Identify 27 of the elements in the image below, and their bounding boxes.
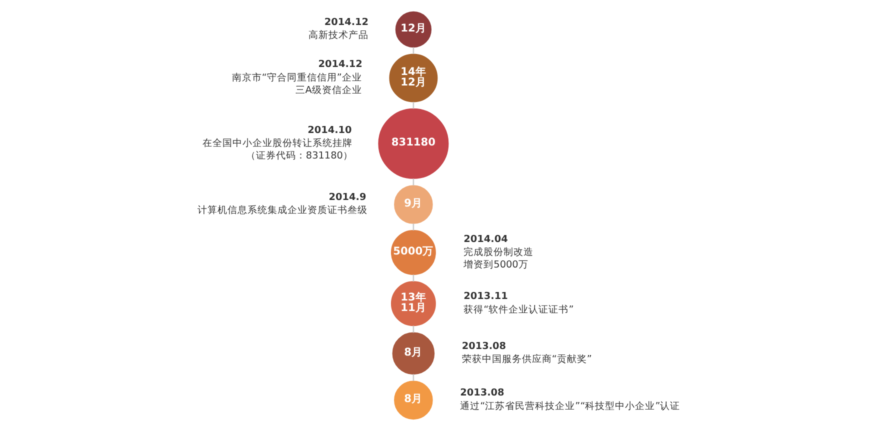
node-label: 2013.11 bbox=[463, 291, 508, 302]
node-label: 2014.10 bbox=[307, 124, 352, 136]
node-circle: 13年 11月 bbox=[390, 281, 436, 326]
node-label: 三A级资信企业 bbox=[294, 84, 362, 96]
node-label: 2014.12 bbox=[318, 59, 362, 70]
node-label: （证券代码：831180） bbox=[245, 150, 352, 162]
node-label: 荣获中国服务供应商“贡献奖” bbox=[461, 354, 592, 366]
node-label: 2014.12 bbox=[324, 16, 368, 28]
node-label: 通过“江苏省民营科技企业”“科技型中小企业”认证 bbox=[460, 400, 680, 412]
node-circle: 831180 bbox=[378, 108, 448, 179]
node-label: 南京市“守合同重信信用”企业 bbox=[231, 72, 362, 84]
node-circle: 14年 12月 bbox=[388, 54, 438, 102]
node-label: 增资到5000万 bbox=[463, 259, 528, 270]
node-circle: 12月 bbox=[394, 11, 431, 48]
node-circle: 8月 bbox=[392, 332, 434, 375]
node-circle: 5000万 bbox=[390, 230, 436, 275]
node-circle: 9月 bbox=[394, 185, 432, 224]
node-label: 2014.04 bbox=[463, 234, 508, 245]
node-label: 计算机信息系统集成企业资质证书叁级 bbox=[196, 205, 367, 216]
node-label: 在全国中小企业股份转让系统挂牌 bbox=[202, 138, 352, 150]
node-label: 完成股份制改造 bbox=[463, 246, 534, 258]
node-circle: 8月 bbox=[394, 380, 432, 420]
node-label: 2013.08 bbox=[460, 388, 504, 399]
node-label: 获得“软件企业认证证书” bbox=[463, 304, 574, 316]
node-label: 2013.08 bbox=[461, 340, 506, 352]
node-label: 高新技术产品 bbox=[308, 30, 368, 42]
node-label: 2014.9 bbox=[328, 192, 366, 203]
